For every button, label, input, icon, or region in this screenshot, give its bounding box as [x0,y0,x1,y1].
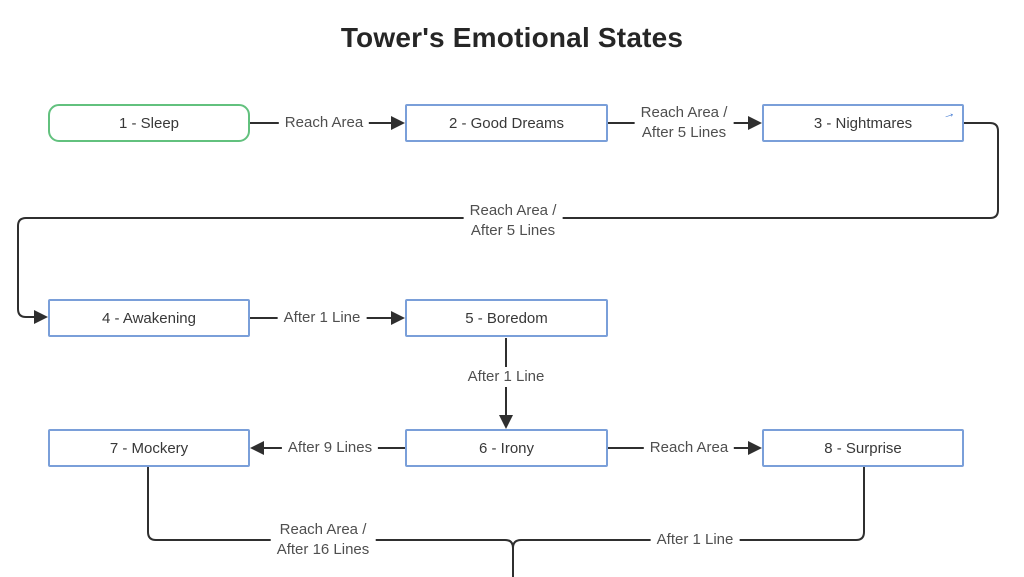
edge-label-reach-area-after-5-lines-1: Reach Area / After 5 Lines [634,103,734,143]
page-title: Tower's Emotional States [340,22,684,53]
node-sleep: 1 - Sleep [48,104,250,142]
node-irony-label: 6 - Irony [478,439,535,457]
node-irony: 6 - Irony [405,429,608,467]
edge-label-after-1-line-1: After 1 Line [277,308,367,328]
node-good-dreams: 2 - Good Dreams [405,104,608,142]
node-boredom-label: 5 - Boredom [465,309,548,327]
edge-surprise-to-bottom [512,467,865,577]
node-nightmares-label: 3 - Nightmares [813,114,913,132]
node-nightmares: 3 - Nightmares → [762,104,964,142]
arrowhead-into-surprise [748,441,762,455]
edge-label-after-1-line-3: After 1 Line [650,530,740,550]
arrowhead-into-awakening [34,310,48,324]
arrowhead-into-irony [499,415,513,429]
edge-label-reach-area-after-16-lines: Reach Area / After 16 Lines [270,520,376,560]
arrowhead-into-boredom [391,311,405,325]
node-awakening-label: 4 - Awakening [102,309,196,327]
node-good-dreams-label: 2 - Good Dreams [448,114,565,132]
node-boredom: 5 - Boredom [405,299,608,337]
edge-label-reach-area-1: Reach Area [278,113,370,133]
edge-label-reach-area-2: Reach Area [643,438,735,458]
edge-label-after-1-line-2: After 1 Line [461,367,551,387]
edge-label-after-9-lines: After 9 Lines [281,438,379,458]
node-surprise-label: 8 - Surprise [824,439,902,457]
node-surprise: 8 - Surprise [762,429,964,467]
node-awakening: 4 - Awakening [48,299,250,337]
external-link-arrow-icon[interactable]: → [940,104,957,123]
node-mockery-label: 7 - Mockery [109,439,189,457]
node-sleep-label: 1 - Sleep [118,114,180,132]
arrowhead-into-mockery [250,441,264,455]
arrowhead-into-good-dreams [391,116,405,130]
node-mockery: 7 - Mockery [48,429,250,467]
arrowhead-into-nightmares [748,116,762,130]
edge-label-reach-area-after-5-lines-2: Reach Area / After 5 Lines [463,201,563,241]
